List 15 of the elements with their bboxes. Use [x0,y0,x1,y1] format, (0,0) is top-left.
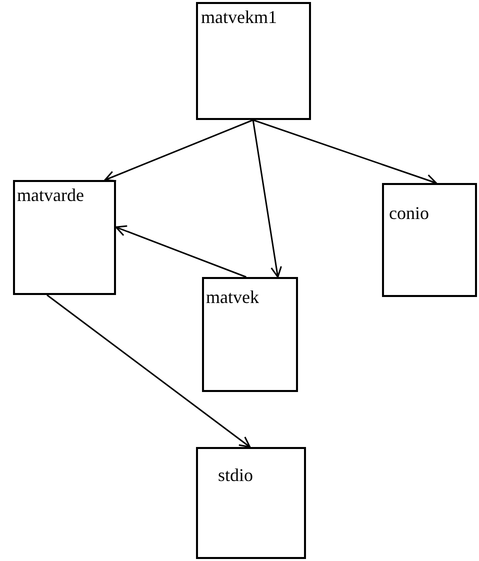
arrow [252,119,437,186]
arrow [46,294,251,448]
module-box [196,2,311,120]
arrow [104,119,254,182]
module-name: stdio [218,464,254,486]
module-name: matvekm1 [201,6,277,28]
module-name: matvek [206,286,259,308]
arrow [252,120,282,278]
module-box [382,183,477,297]
module-box [13,180,116,295]
module-box [196,447,306,559]
module-name: conio [389,202,429,224]
module-box [202,277,298,392]
arrow [115,225,246,278]
module-name: matvarde [17,184,84,206]
